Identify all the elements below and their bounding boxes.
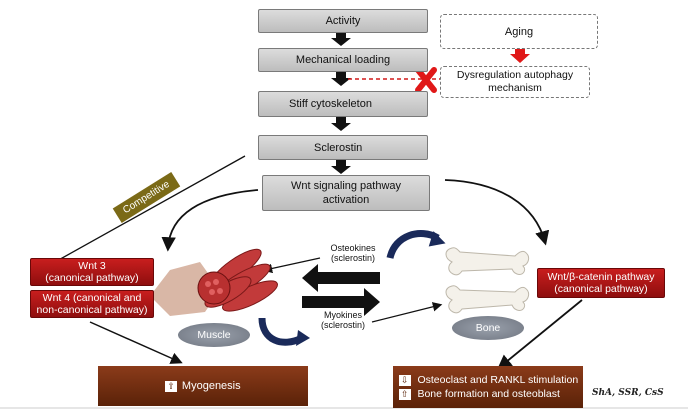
- stiff-cytoskeleton-label: Stiff cytoskeleton: [289, 98, 372, 110]
- myokines-line1: Myokines: [323, 310, 362, 320]
- author-signature: ShA, SSR, CsS: [592, 388, 664, 398]
- aging-label: Aging: [504, 25, 534, 38]
- wnt-beta-line1: Wnt/β-catenin pathway: [547, 271, 655, 283]
- stiff-cytoskeleton-node: Stiff cytoskeleton: [258, 91, 428, 117]
- bone-ellipse: Bone: [452, 316, 524, 340]
- bone-label: Bone: [475, 322, 501, 334]
- wnt-beta-line2: (canonical pathway): [554, 283, 648, 295]
- wnt-beta-catenin-box: Wnt/β-catenin pathway (canonical pathway…: [537, 268, 665, 298]
- wnt3-box: Wnt 3 (canonical pathway): [30, 258, 154, 286]
- dysregulation-line2: mechanism: [488, 82, 542, 94]
- osteokines-line2: (sclerostin): [330, 253, 375, 263]
- dysregulation-line1: Dysregulation autophagy: [456, 69, 574, 81]
- down-arrow-icons: [331, 33, 351, 174]
- wnt3-line2: (canonical pathway): [45, 272, 139, 284]
- up-arrow-icon: ⇧: [165, 380, 177, 392]
- exchange-arrows-icon: [302, 264, 380, 316]
- up-arrow-icon: ⇧: [399, 389, 411, 400]
- osteokines-line1: Osteokines: [330, 243, 376, 253]
- wnt-activation-node: Wnt signaling pathway activation: [262, 175, 430, 211]
- sclerostin-label: Sclerostin: [314, 141, 363, 154]
- muscle-ellipse: Muscle: [178, 323, 250, 347]
- wnt-activation-line1: Wnt signaling pathway: [290, 180, 402, 192]
- muscle-label: Muscle: [197, 329, 231, 341]
- osteoclast-row: ⇩ Osteoclast and RANKL stimulation: [399, 373, 578, 387]
- activity-node: Activity: [258, 9, 428, 33]
- aging-down-arrow-icon: [510, 48, 530, 63]
- down-arrow-icon: ⇩: [399, 375, 411, 386]
- wnt-activation-line2: activation: [322, 194, 370, 206]
- sclerostin-node: Sclerostin: [258, 135, 428, 160]
- myogenesis-label: Myogenesis: [181, 380, 241, 392]
- activity-label: Activity: [325, 15, 361, 27]
- bone-formation-row: ⇧ Bone formation and osteoblast: [399, 387, 560, 401]
- myogenesis-box: ⇧ Myogenesis: [98, 366, 308, 406]
- muscle-illustration-icon: [150, 248, 278, 316]
- wnt4-line2: non-canonical pathway): [36, 304, 148, 316]
- mechanical-loading-label: Mechanical loading: [295, 54, 391, 66]
- dysregulation-node: Dysregulation autophagy mechanism: [440, 66, 590, 98]
- osteokines-label: Osteokines (sclerostin): [318, 243, 388, 263]
- bone-illustration-icon: [445, 247, 530, 314]
- myokines-label: Myokines (sclerostin): [308, 310, 378, 330]
- aging-node: Aging: [440, 14, 598, 49]
- wnt3-line1: Wnt 3: [78, 260, 106, 272]
- mechanical-loading-node: Mechanical loading: [258, 48, 428, 72]
- osteoclast-label: Osteoclast and RANKL stimulation: [417, 374, 579, 386]
- inhibition-x-icon: [415, 67, 437, 93]
- bone-formation-label: Bone formation and osteoblast: [417, 388, 560, 400]
- wnt4-box: Wnt 4 (canonical and non-canonical pathw…: [30, 290, 154, 318]
- wnt4-line1: Wnt 4 (canonical and: [42, 292, 142, 304]
- myokines-line2: (sclerostin): [320, 320, 365, 330]
- bone-outcome-box: ⇩ Osteoclast and RANKL stimulation ⇧ Bon…: [393, 366, 583, 408]
